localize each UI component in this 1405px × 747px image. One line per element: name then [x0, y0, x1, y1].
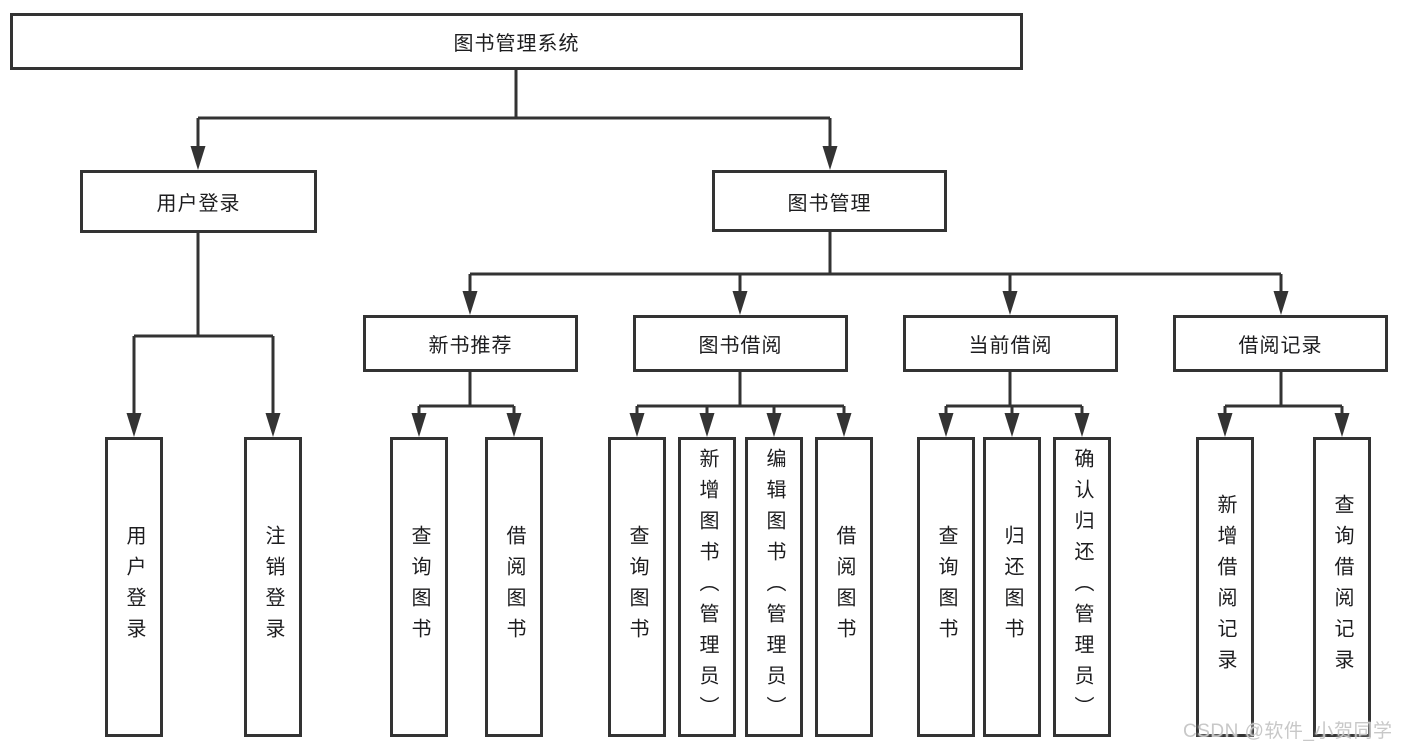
- leaf-add-borrow-record: 新增借阅记录: [1196, 437, 1254, 737]
- arrowheads-userlogin-to-leaves: [126, 413, 281, 437]
- leaf-logout: 注销登录: [244, 437, 302, 737]
- leaf-borrow-books-2: 借阅图书: [815, 437, 873, 737]
- arrowheads-newbooks-to-leaves: [411, 413, 522, 437]
- leaf-edit-books-admin: 编辑图书（管理员）: [745, 437, 803, 737]
- node-book-management: 图书管理: [712, 170, 947, 232]
- leaf-add-books-admin: 新增图书（管理员）: [678, 437, 736, 737]
- arrowheads-root-to-level2: [190, 146, 838, 170]
- leaf-query-books-2-label: 查询图书: [626, 525, 648, 649]
- connector-borrowing-to-leaves: [635, 372, 846, 415]
- arrowheads-bookmgmt-to-level3: [462, 291, 1289, 315]
- leaf-query-books-3: 查询图书: [917, 437, 975, 737]
- leaf-query-books-1-label: 查询图书: [408, 525, 430, 649]
- connector-root-to-level2: [196, 70, 832, 148]
- leaf-query-books-3-label: 查询图书: [935, 525, 957, 649]
- connector-userlogin-to-leaves: [132, 233, 275, 415]
- node-borrowing-records: 借阅记录: [1173, 315, 1388, 372]
- leaf-edit-books-admin-label: 编辑图书（管理员）: [763, 447, 785, 727]
- leaf-add-books-admin-label: 新增图书（管理员）: [696, 447, 718, 727]
- node-user-login: 用户登录: [80, 170, 317, 233]
- leaf-query-books-1: 查询图书: [390, 437, 448, 737]
- leaf-borrow-books-1-label: 借阅图书: [503, 525, 525, 649]
- leaf-borrow-books-1: 借阅图书: [485, 437, 543, 737]
- leaf-user-login-label: 用户登录: [123, 525, 145, 649]
- leaf-query-borrow-record: 查询借阅记录: [1313, 437, 1371, 737]
- arrowheads-current-to-leaves: [938, 413, 1090, 437]
- watermark: CSDN @软件_小贺同学: [1183, 721, 1393, 742]
- arrowheads-borrowing-to-leaves: [629, 413, 852, 437]
- connector-bookmgmt-to-level3: [468, 232, 1283, 293]
- leaf-return-books-label: 归还图书: [1001, 525, 1023, 649]
- leaf-logout-label: 注销登录: [262, 525, 284, 649]
- node-new-book-recommend: 新书推荐: [363, 315, 578, 372]
- node-book-borrowing: 图书借阅: [633, 315, 848, 372]
- leaf-user-login: 用户登录: [105, 437, 163, 737]
- leaf-add-borrow-record-label: 新增借阅记录: [1214, 494, 1236, 680]
- node-root-library-system: 图书管理系统: [10, 13, 1023, 70]
- leaf-return-books: 归还图书: [983, 437, 1041, 737]
- connector-records-to-leaves: [1223, 372, 1344, 415]
- leaf-confirm-return-admin: 确认归还（管理员）: [1053, 437, 1111, 737]
- leaf-borrow-books-2-label: 借阅图书: [833, 525, 855, 649]
- leaf-query-books-2: 查询图书: [608, 437, 666, 737]
- node-current-borrowing: 当前借阅: [903, 315, 1118, 372]
- connector-current-to-leaves: [944, 372, 1084, 415]
- leaf-confirm-return-admin-label: 确认归还（管理员）: [1071, 447, 1093, 727]
- connector-newbooks-to-leaves: [417, 372, 516, 415]
- arrowheads-records-to-leaves: [1217, 413, 1350, 437]
- leaf-query-borrow-record-label: 查询借阅记录: [1331, 494, 1353, 680]
